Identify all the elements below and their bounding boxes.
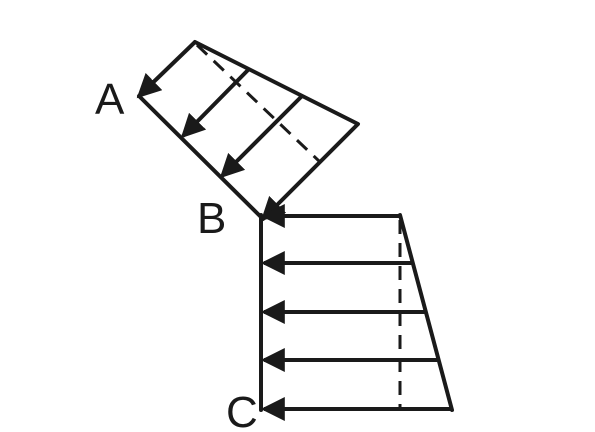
member-ab	[137, 94, 265, 221]
point-b-label: B	[197, 194, 226, 243]
load-arrow-ab	[260, 122, 360, 222]
load-top-edge-ab	[193, 40, 360, 126]
segment-ab-load	[136, 40, 360, 222]
point-a-label: A	[95, 75, 125, 124]
point-c-label: C	[226, 388, 258, 432]
load-dashed-line-ab	[195, 43, 322, 164]
load-arrow-ab	[180, 67, 251, 139]
segment-bc-load	[259, 204, 454, 421]
load-arrow-ab	[136, 40, 197, 99]
load-arrow-ab	[219, 94, 304, 179]
